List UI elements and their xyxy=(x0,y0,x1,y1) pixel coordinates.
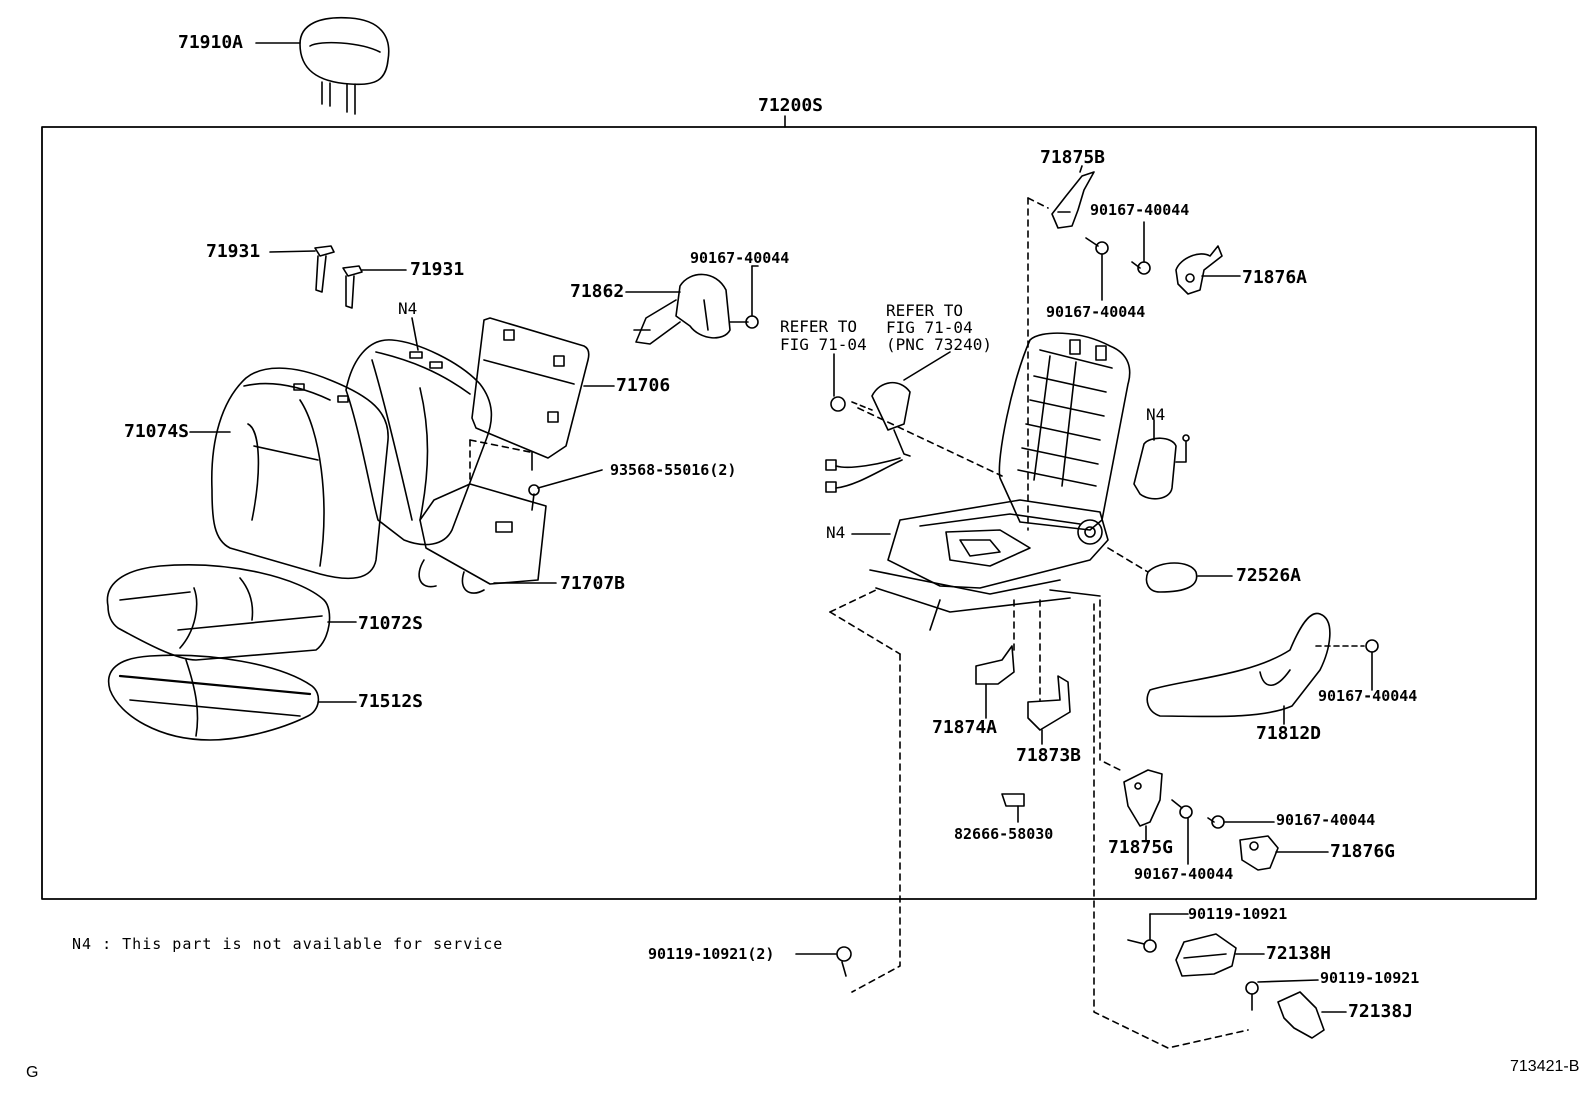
label-refer-right: REFER TO FIG 71-04 (PNC 73240) xyxy=(886,302,992,353)
screw-upper-shapes xyxy=(1085,237,1151,275)
rail-bolt-a-shape xyxy=(1127,939,1157,953)
label-headrest-guide-right: 71931 xyxy=(410,259,465,280)
label-headrest: 71910A xyxy=(178,32,244,53)
clip-82666-shape xyxy=(1001,793,1025,807)
seat-frame-shape xyxy=(869,332,1131,631)
label-bracket-71874a: 71874A xyxy=(932,717,998,738)
bolt-left-shape xyxy=(836,946,852,977)
bracket-71873b-shape xyxy=(1027,675,1071,731)
label-screw-lower-a: 90167-40044 xyxy=(1276,811,1376,829)
refer-left-line1: REFER TO xyxy=(780,317,858,336)
label-rail-cover-h: 72138H xyxy=(1266,943,1332,964)
label-n4-frame: N4 xyxy=(826,523,846,542)
label-headrest-guide-left: 71931 xyxy=(206,241,261,262)
label-cover-71876g: 71876G xyxy=(1330,841,1396,862)
buckle-shape xyxy=(871,351,951,457)
back-clip-shape xyxy=(528,484,540,511)
headrest-guide-shapes xyxy=(314,245,363,309)
label-screw-upper-a: 90167-40044 xyxy=(1090,201,1190,219)
label-bracket-71873b: 71873B xyxy=(1016,745,1082,766)
rail-bolt-b-shape xyxy=(1245,981,1259,1011)
hinge-cover-upper-shape xyxy=(1051,171,1095,229)
label-refer-left: REFER TO FIG 71-04 xyxy=(780,318,867,354)
label-bolt-rail-a: 90119-10921 xyxy=(1188,905,1288,923)
label-back-board-lower: 71707B xyxy=(560,573,626,594)
label-bracket-71862: 71862 xyxy=(570,281,625,302)
label-assembly: 71200S xyxy=(758,95,824,116)
rail-cover-j-shape xyxy=(1277,991,1325,1039)
label-clip-82666: 82666-58030 xyxy=(954,825,1054,843)
back-cover-shape xyxy=(210,367,389,580)
label-bolt-rail-b: 90119-10921 xyxy=(1320,969,1420,987)
label-cushion-cover: 71072S xyxy=(358,613,424,634)
nut-harness-shape xyxy=(825,353,903,493)
label-cushion-pad: 71512S xyxy=(358,691,424,712)
label-hinge-cover-upper: 71875B xyxy=(1040,147,1106,168)
corner-left-code: G xyxy=(26,1064,39,1081)
screw-lower-shapes xyxy=(1171,799,1225,829)
screw-71862-shape xyxy=(729,315,759,329)
label-n4-back-pad: N4 xyxy=(398,299,418,318)
label-cover-71875g: 71875G xyxy=(1108,837,1174,858)
label-bolt-left: 90119-10921(2) xyxy=(648,945,775,963)
label-screw-lower-b: 90167-40044 xyxy=(1134,865,1234,883)
label-screw-side-shield: 90167-40044 xyxy=(1318,687,1418,705)
back-board-shape xyxy=(471,317,590,471)
label-screw-upper-b: 90167-40044 xyxy=(1046,303,1146,321)
rail-cover-h-shape xyxy=(1175,933,1237,977)
hinge-cover-inner-shape xyxy=(1175,245,1223,295)
refer-right-line2: FIG 71-04 xyxy=(886,318,973,337)
n4-side-shape xyxy=(1133,434,1190,500)
assembly-box xyxy=(41,126,1537,900)
label-back-clip: 93568-55016(2) xyxy=(610,461,737,479)
refer-left-line2: FIG 71-04 xyxy=(780,335,867,354)
label-knob: 72526A xyxy=(1236,565,1302,586)
label-screw-71862: 90167-40044 xyxy=(690,249,790,267)
label-n4-side: N4 xyxy=(1146,405,1166,424)
cover-71876g-shape xyxy=(1239,835,1279,871)
back-board-lower-shape xyxy=(418,483,547,594)
label-back-board: 71706 xyxy=(616,375,671,396)
bracket-71862-shape xyxy=(633,273,731,345)
cushion-pad-shape xyxy=(107,654,320,741)
corner-right-code: 713421-B xyxy=(1510,1058,1580,1075)
label-rail-cover-j: 72138J xyxy=(1348,1001,1414,1022)
n4-note: N4 : This part is not available for serv… xyxy=(72,935,504,953)
knob-shape xyxy=(1145,562,1198,593)
cover-71875g-shape xyxy=(1123,769,1163,827)
label-hinge-cover-inner: 71876A xyxy=(1242,267,1308,288)
label-side-shield: 71812D xyxy=(1256,723,1322,744)
back-pad-shape xyxy=(345,339,493,546)
headrest-shape xyxy=(299,16,390,115)
refer-right-line3: (PNC 73240) xyxy=(886,335,992,354)
refer-right-line1: REFER TO xyxy=(886,301,964,320)
label-back-cover: 71074S xyxy=(124,421,190,442)
side-shield-shape xyxy=(1146,612,1331,718)
bracket-71874a-shape xyxy=(975,645,1015,685)
cushion-cover-shape xyxy=(106,564,331,661)
